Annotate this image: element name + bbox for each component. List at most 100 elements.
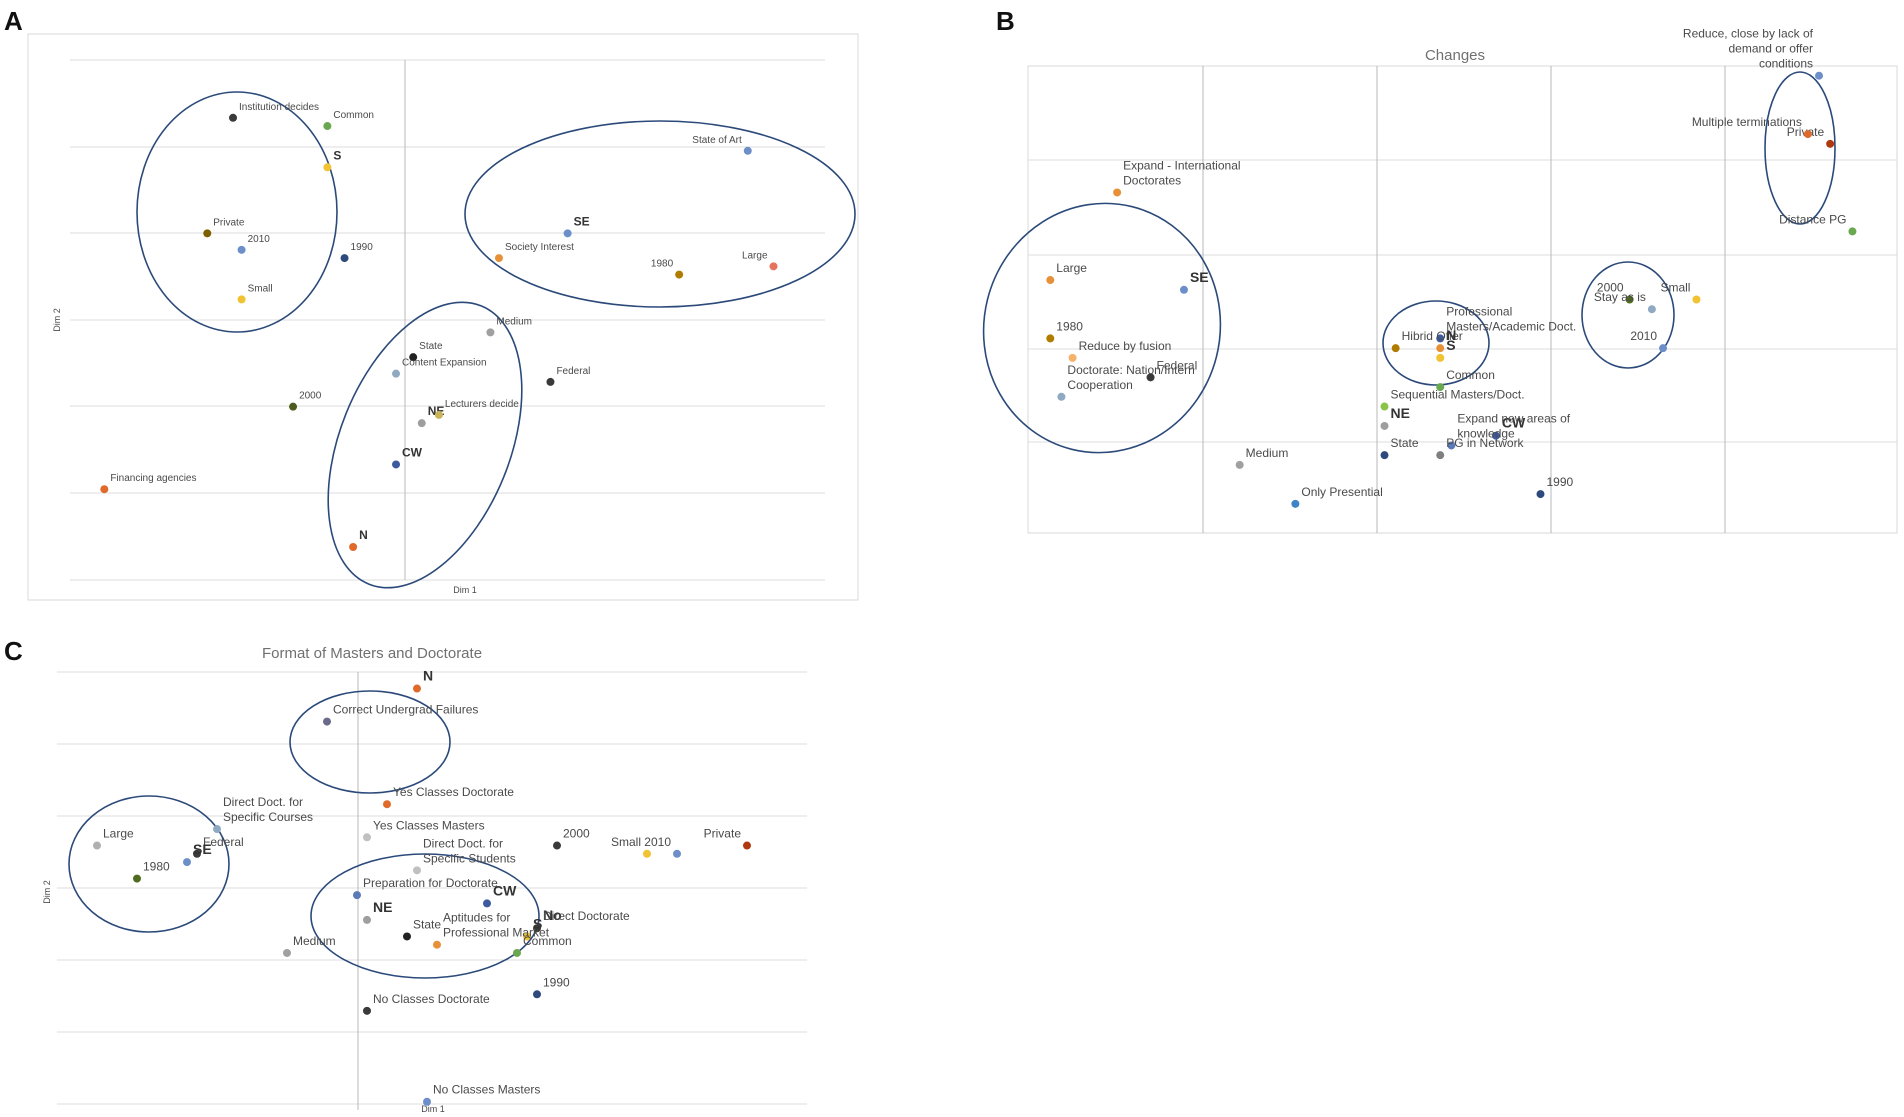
- cluster-ellipse: [289, 690, 451, 794]
- point-multiple-terminations: [1803, 130, 1812, 139]
- point-direct-doctorate: [533, 924, 541, 933]
- panel-letter-a: A: [4, 6, 23, 36]
- point-label: 1990: [1546, 475, 1573, 489]
- point-s: [1436, 353, 1445, 362]
- point-medium: [1235, 460, 1244, 469]
- point-label: Direct Doctorate: [543, 909, 630, 923]
- point-label: Small: [1660, 281, 1690, 295]
- point-n: [1436, 344, 1445, 353]
- point-label: Medium: [293, 934, 336, 948]
- point-large: [1046, 276, 1055, 285]
- point-label: PG in Network: [1446, 436, 1524, 450]
- point-label: Only Presential: [1301, 485, 1382, 499]
- point-cw: [1491, 431, 1500, 440]
- point-1990: [1536, 490, 1545, 499]
- y-axis-label: Dim 2: [52, 308, 62, 332]
- point-label: Medium: [1246, 446, 1289, 460]
- point-hibrid-offer: [1391, 344, 1400, 353]
- point-no-classes-masters: [423, 1097, 431, 1106]
- point-label: Federal: [1157, 358, 1198, 372]
- x-axis-label: Dim 1: [421, 1104, 445, 1114]
- point-2010: [237, 245, 246, 254]
- point-financing-agencies: [100, 485, 109, 494]
- point-federal: [193, 849, 201, 858]
- cluster-ellipse: [327, 301, 523, 589]
- point-private: [743, 841, 751, 850]
- point-label: Small: [248, 283, 273, 294]
- point-small: [1692, 295, 1701, 304]
- point-private: [1826, 139, 1835, 148]
- point-label: Common: [523, 934, 572, 948]
- point-label: Hibrid Offer: [1402, 329, 1463, 343]
- plot-frame: [1027, 65, 1898, 534]
- point-label: Preparation for Doctorate: [363, 876, 498, 890]
- point-label: 1990: [543, 975, 570, 989]
- point-2000: [553, 841, 561, 850]
- point-label: Correct Undergrad Failures: [333, 703, 478, 717]
- point-label: Multiple terminations: [1692, 115, 1802, 129]
- point-label: SE: [1190, 269, 1209, 285]
- point-label: No Classes Masters: [433, 1083, 540, 1097]
- point-label: No Classes Doctorate: [373, 992, 490, 1006]
- point-label: Institution decides: [239, 102, 319, 113]
- point-private: [203, 229, 212, 238]
- cluster-ellipse: [310, 853, 540, 979]
- point-large: [93, 841, 101, 850]
- point-s: [523, 932, 531, 941]
- point-2010: [673, 849, 681, 858]
- chart-title: Changes: [1425, 47, 1485, 64]
- point-label: Common: [333, 110, 374, 121]
- point-1980: [133, 874, 141, 883]
- point-ne: [363, 915, 371, 924]
- point-label: CW: [1502, 415, 1526, 431]
- point-label: Private: [213, 217, 245, 228]
- point-label: State: [1391, 436, 1419, 450]
- point-label: Federal: [556, 366, 590, 377]
- point-reduce-close-by-lack-of-demand-or-offer-conditions: [1815, 71, 1824, 80]
- y-axis-label: Dim 2: [42, 880, 52, 904]
- point-label: 2010: [644, 835, 671, 849]
- point-label: SE: [193, 841, 212, 857]
- point-label: N: [1446, 327, 1456, 343]
- point-no-classes-doctorate: [363, 1006, 371, 1015]
- point-label: 1990: [351, 242, 374, 253]
- point-correct-undergrad-failures: [323, 717, 331, 726]
- point-2000: [289, 402, 298, 411]
- point-ne: [417, 419, 426, 428]
- plot-frame: [27, 33, 859, 601]
- point-doctorate-nation-intern-cooperation: [1057, 392, 1066, 401]
- point-common: [1436, 383, 1445, 392]
- point-label: Federal: [203, 835, 244, 849]
- point-label: NE: [373, 899, 392, 915]
- cluster-ellipse: [68, 795, 230, 933]
- point-label: SE: [574, 214, 590, 228]
- point-preparation-for-doctorate: [353, 891, 361, 900]
- cluster-ellipse: [1382, 300, 1490, 386]
- point-state: [409, 353, 418, 362]
- point-pg-in-network: [1436, 451, 1445, 460]
- point-state: [403, 932, 411, 941]
- point-institution-decides: [229, 113, 238, 122]
- point-label: Private: [704, 827, 742, 841]
- point-common: [513, 948, 521, 957]
- point-label: NE: [1391, 405, 1410, 421]
- point-2010: [1659, 344, 1668, 353]
- point-label: Society Interest: [505, 242, 574, 253]
- point-label: S: [533, 915, 542, 931]
- cluster-ellipse: [464, 120, 856, 308]
- point-label: Lecturers decide: [445, 399, 519, 410]
- point-expand-new-areas-of-knowledge: [1447, 441, 1456, 450]
- point-society-interest: [494, 254, 503, 263]
- point-label: 2010: [1630, 329, 1657, 343]
- point-cw: [483, 899, 491, 908]
- point-s: [323, 163, 332, 172]
- point-1990: [340, 254, 349, 263]
- panel-letter-b: B: [996, 6, 1015, 36]
